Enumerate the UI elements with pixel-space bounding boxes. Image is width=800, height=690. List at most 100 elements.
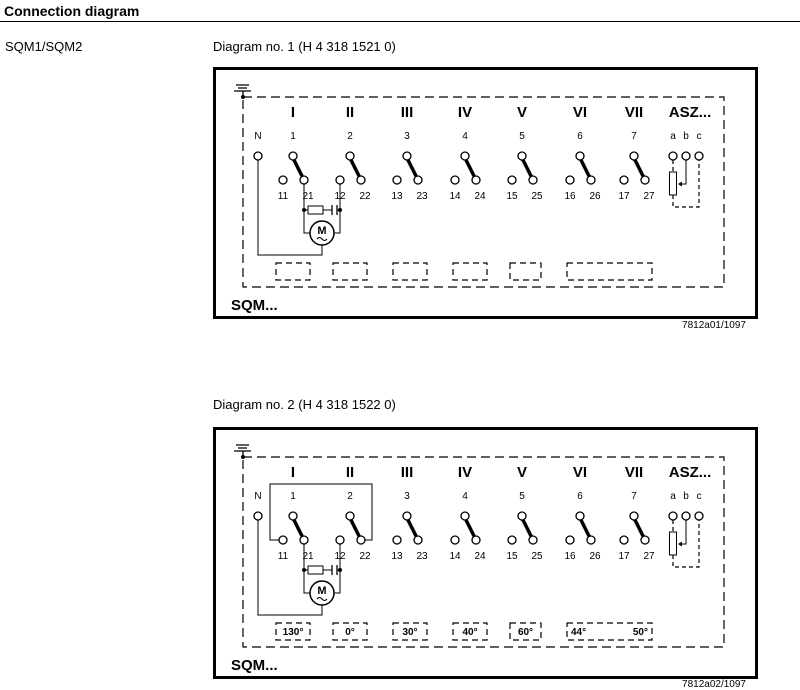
- switch-common-terminal: [402, 511, 412, 521]
- contact-terminal: [356, 175, 366, 185]
- switch-blade: [632, 157, 646, 179]
- junction-dot: [338, 208, 342, 212]
- asz-terminal: [668, 511, 678, 521]
- motor-wiring: [257, 520, 341, 616]
- switch-blade: [578, 517, 592, 539]
- terminal-label: N: [254, 491, 261, 502]
- switch-blade: [463, 157, 477, 179]
- contact-terminal: [565, 175, 575, 185]
- terminal-n: [253, 511, 263, 521]
- contact-terminal: [507, 175, 517, 185]
- terminal-n: [253, 151, 263, 161]
- asz-terminal-label: a: [670, 131, 676, 142]
- group-label: V: [517, 464, 527, 481]
- asz-terminal: [681, 511, 691, 521]
- potentiometer-wiring: [672, 520, 700, 568]
- cam-box: [332, 622, 368, 641]
- cam-box: [275, 622, 311, 641]
- contact-terminal: [392, 535, 402, 545]
- cam-setting: 0°: [345, 627, 355, 638]
- terminal-label: 1: [290, 131, 296, 142]
- switch-blade: [348, 517, 362, 539]
- contact-label: 27: [643, 191, 655, 202]
- group-label: VI: [573, 104, 587, 121]
- potentiometer: [669, 531, 677, 556]
- contact-label: 14: [449, 191, 461, 202]
- switch-blade: [463, 517, 477, 539]
- contact-label: 16: [564, 191, 576, 202]
- contact-label: 14: [449, 551, 461, 562]
- contact-terminal: [450, 175, 460, 185]
- diagram-1-reference: 7812a01/1097: [682, 320, 746, 331]
- ground-icon: [234, 84, 251, 97]
- terminal-label: 6: [577, 131, 583, 142]
- contact-terminal: [356, 535, 366, 545]
- terminal-label: 2: [347, 131, 353, 142]
- contact-terminal: [299, 535, 309, 545]
- device-label: SQM...: [231, 297, 278, 314]
- switch-common-terminal: [517, 511, 527, 521]
- cam-setting: 30°: [402, 627, 417, 638]
- wiper-arrow: [678, 181, 682, 187]
- group-label: III: [401, 464, 414, 481]
- cam-box: [509, 262, 542, 281]
- contact-label: 26: [589, 551, 601, 562]
- contact-terminal: [413, 175, 423, 185]
- contact-label: 11: [278, 191, 289, 202]
- contact-terminal: [528, 535, 538, 545]
- group-label: II: [346, 464, 354, 481]
- contact-terminal: [450, 535, 460, 545]
- contact-terminal: [471, 535, 481, 545]
- switch-blade: [405, 517, 419, 539]
- wiper-arrow: [678, 541, 682, 547]
- switch-blade: [520, 517, 534, 539]
- group-label: II: [346, 104, 354, 121]
- motor-wiring: [257, 160, 341, 256]
- group-label: I: [291, 104, 295, 121]
- group-label: ASZ...: [669, 104, 712, 121]
- motor-label: M: [317, 225, 326, 237]
- contact-terminal: [640, 535, 650, 545]
- group-label: IV: [458, 104, 472, 121]
- switch-common-terminal: [575, 511, 585, 521]
- contact-label: 13: [391, 551, 403, 562]
- terminal-label: 7: [631, 491, 637, 502]
- contact-label: 24: [474, 551, 486, 562]
- group-label: VII: [625, 104, 643, 121]
- terminal-label: 1: [290, 491, 296, 502]
- contact-terminal: [413, 535, 423, 545]
- switch-common-terminal: [345, 151, 355, 161]
- switch-common-terminal: [460, 511, 470, 521]
- switch-common-terminal: [629, 151, 639, 161]
- terminal-label: 2: [347, 491, 353, 502]
- contact-terminal: [619, 175, 629, 185]
- cam-box: [452, 622, 488, 641]
- asz-terminal-label: c: [697, 491, 702, 502]
- cam-box: [392, 622, 428, 641]
- diagram-frame: [213, 67, 758, 319]
- contact-terminal: [586, 175, 596, 185]
- switch-common-terminal: [402, 151, 412, 161]
- bridge-wire: [269, 483, 373, 541]
- contact-label: 27: [643, 551, 655, 562]
- terminal-label: N: [254, 131, 261, 142]
- contact-label: 22: [359, 551, 371, 562]
- group-label: V: [517, 104, 527, 121]
- terminal-label: 4: [462, 491, 468, 502]
- cam-box: [392, 262, 428, 281]
- switch-blade: [291, 157, 305, 179]
- switch-common-terminal: [345, 511, 355, 521]
- group-label: I: [291, 464, 295, 481]
- contact-label: 26: [589, 191, 601, 202]
- asz-terminal: [694, 511, 704, 521]
- terminal-label: 6: [577, 491, 583, 502]
- contact-terminal: [392, 175, 402, 185]
- device-label: SQM...: [231, 657, 278, 674]
- model-label: SQM1/SQM2: [5, 39, 83, 54]
- contact-label: 25: [531, 551, 543, 562]
- contact-label: 23: [416, 191, 428, 202]
- contact-terminal: [528, 175, 538, 185]
- switch-common-terminal: [288, 151, 298, 161]
